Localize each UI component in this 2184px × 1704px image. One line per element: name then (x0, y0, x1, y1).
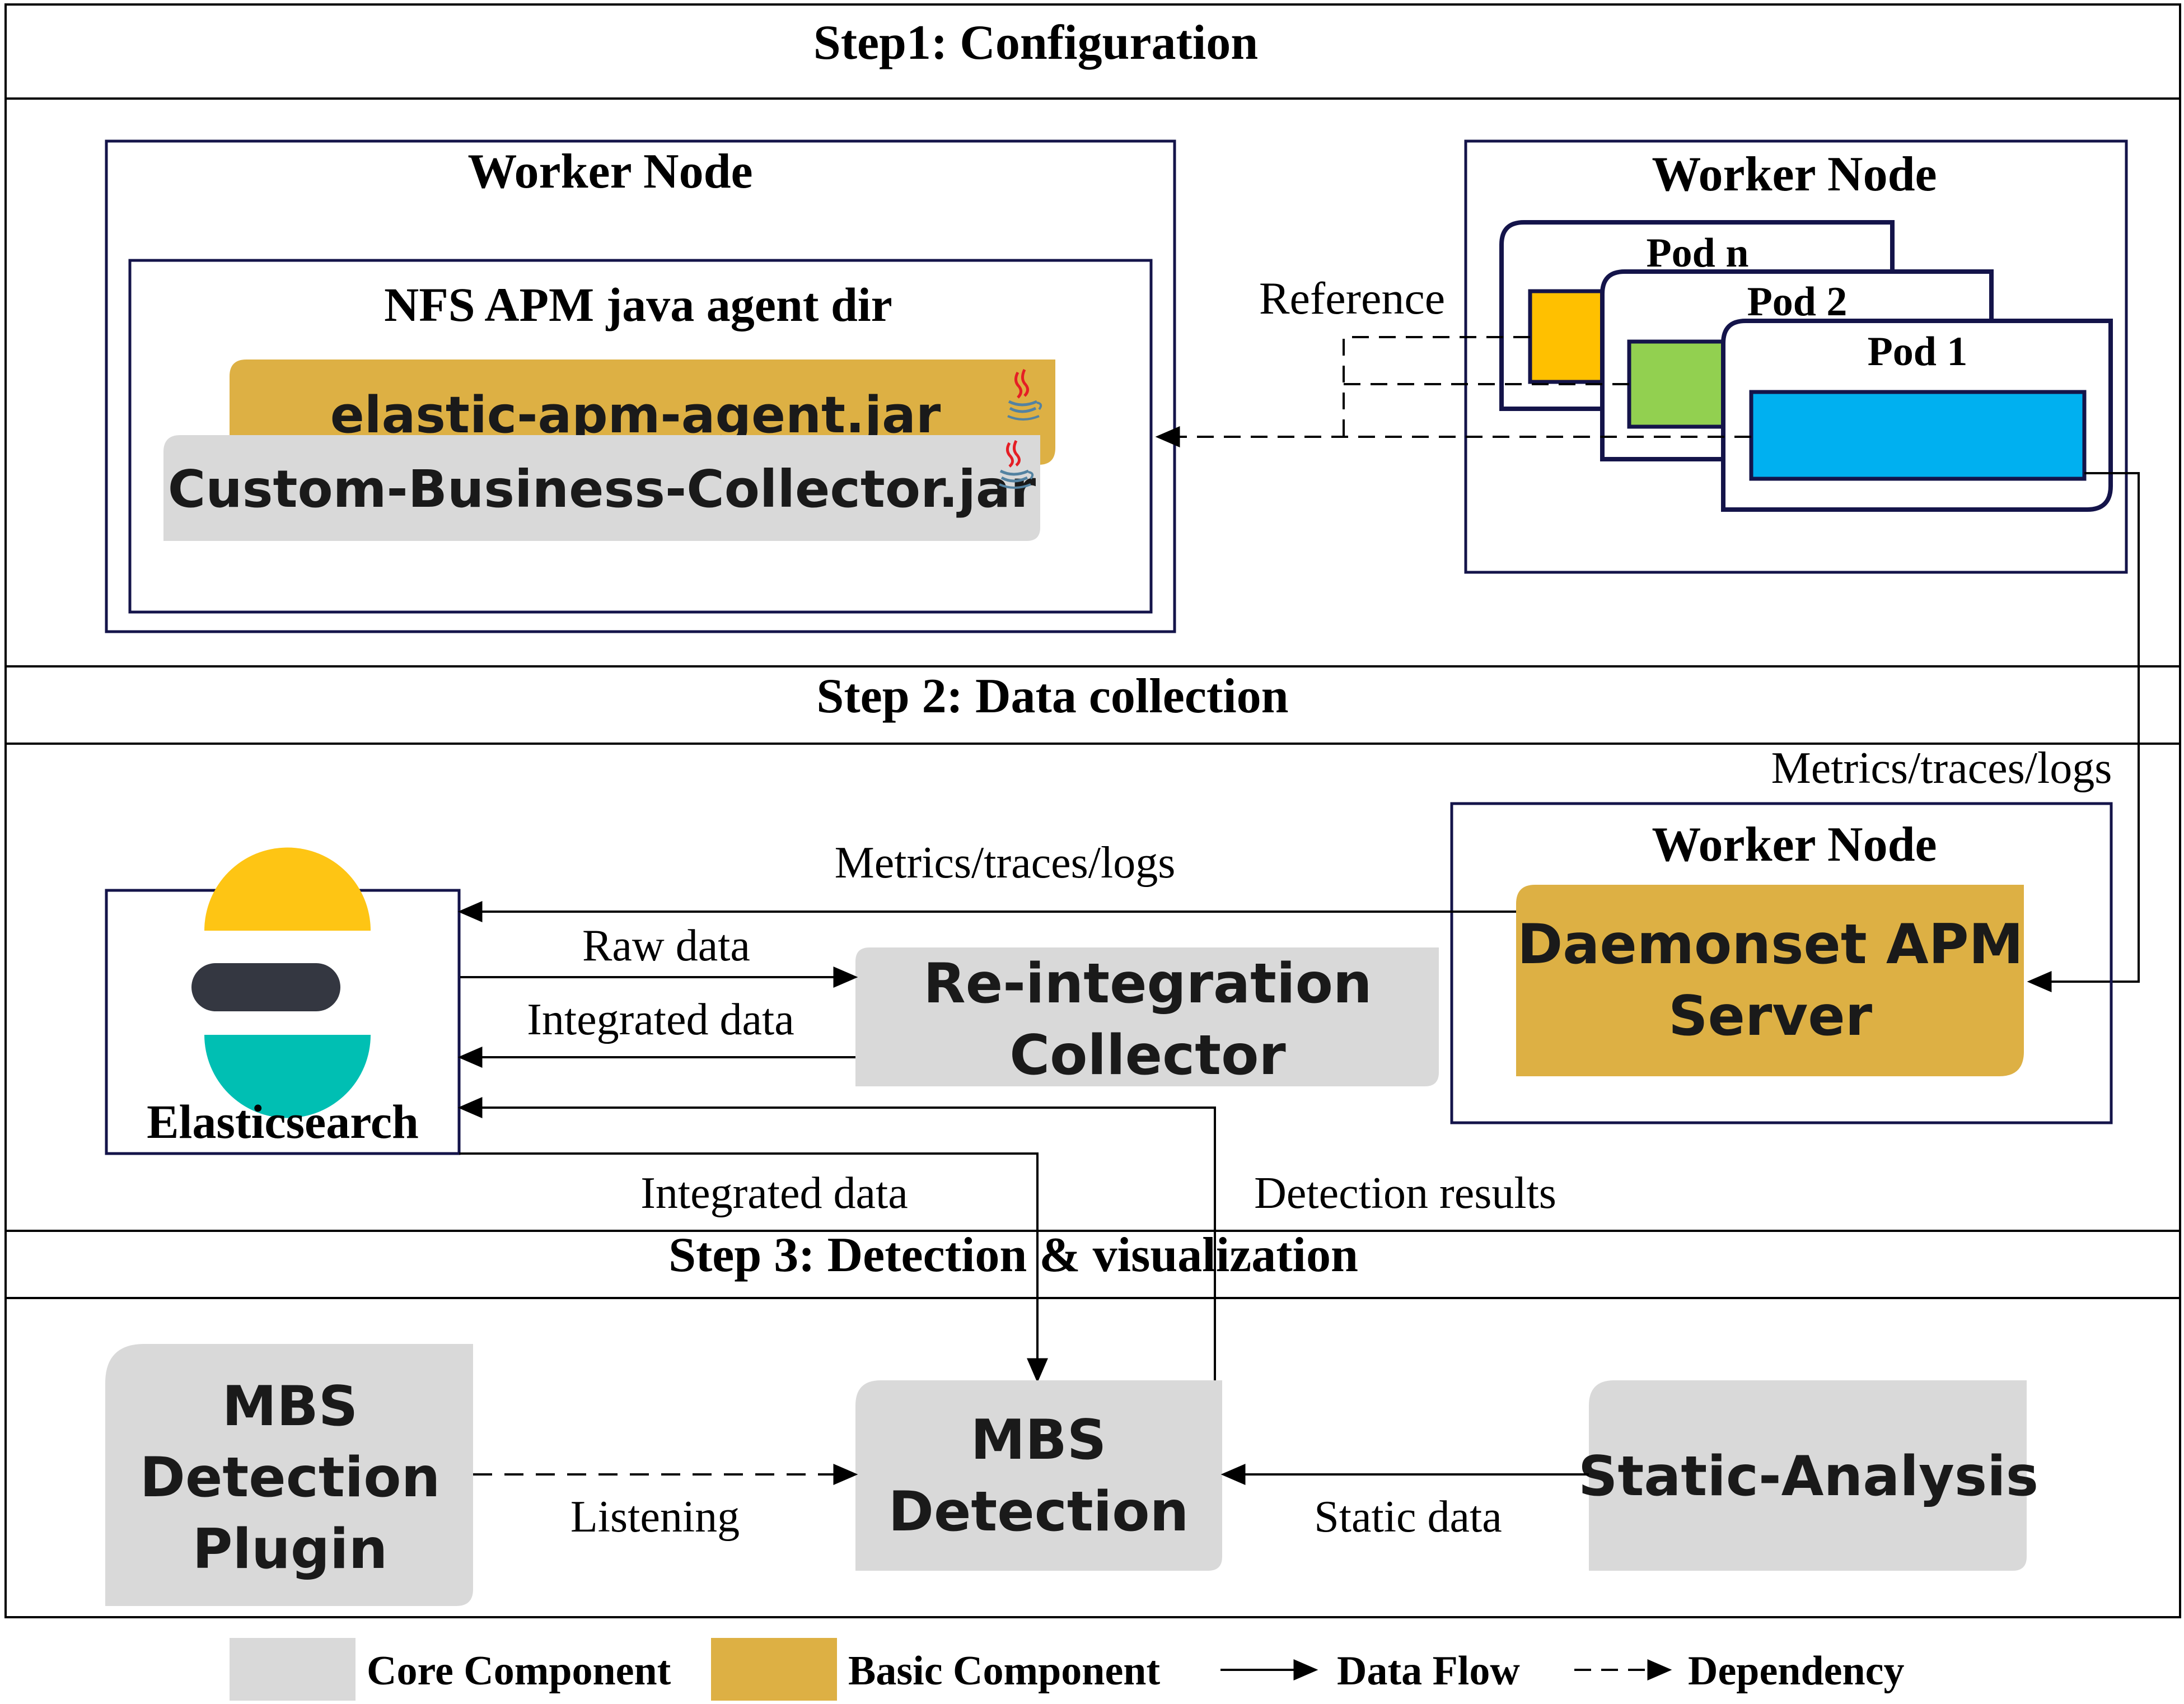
raw-data-label: Raw data (582, 921, 750, 970)
integrated-data-down-label: Integrated data (640, 1169, 908, 1218)
nfs-title: NFS APM java agent dir (384, 278, 892, 332)
elasticsearch-logo-icon (191, 847, 371, 1118)
reintegration-collector: Re-integration Collector (855, 947, 1439, 1087)
worker-node-left: Worker Node (105, 139, 1176, 633)
legend-data-flow: Data Flow (1220, 1648, 1520, 1694)
pod-1: Pod 1 (1721, 319, 2113, 512)
plugin-line2: Detection (140, 1446, 441, 1510)
pod-1-container (1749, 390, 2087, 481)
outer-frame (4, 3, 2181, 1618)
jar-custom-business-collector: Custom-Business-Collector.jar (163, 435, 1040, 541)
step2-data-flows (457, 901, 1516, 1383)
worker-node-right-title: Worker Node (1652, 147, 1937, 202)
plugin-line1: MBS (222, 1375, 358, 1439)
jar-elastic-label: elastic-apm-agent.jar (330, 386, 941, 445)
nfs-agent-dir: NFS APM java agent dir (128, 259, 1153, 614)
mbs-detection-plugin: MBS Detection Plugin (105, 1344, 473, 1606)
metrics-mid-label: Metrics/traces/logs (835, 838, 1176, 888)
reintegration-line2: Collector (1009, 1024, 1286, 1087)
legend-data-flow-label: Data Flow (1337, 1648, 1520, 1694)
step1-title: Step1: Configuration (813, 16, 1259, 70)
daemonset-line2: Server (1668, 984, 1873, 1048)
worker-node-step2-title: Worker Node (1652, 818, 1937, 872)
reference-label: Reference (1259, 273, 1445, 324)
legend: Core Component Basic Component Data Flow… (230, 1638, 1904, 1701)
java-cup-icon (1007, 368, 1042, 421)
pod-2-container (1627, 339, 1728, 429)
plugin-line3: Plugin (193, 1518, 388, 1581)
pod-2-label: Pod 2 (1747, 279, 1848, 325)
legend-dependency-label: Dependency (1688, 1648, 1904, 1694)
step2-title: Step 2: Data collection (816, 669, 1288, 723)
listening-label: Listening (570, 1492, 740, 1542)
pod-1-label: Pod 1 (1868, 329, 1968, 375)
metrics-right-label: Metrics/traces/logs (1771, 744, 2112, 793)
step3-title: Step 3: Detection & visualization (668, 1228, 1358, 1282)
worker-node-left-title: Worker Node (467, 144, 752, 199)
pod-to-apm-server-flow (2027, 472, 2140, 992)
static-data-label: Static data (1314, 1492, 1502, 1542)
elasticsearch-label: Elasticsearch (147, 1095, 419, 1149)
worker-node-step2: Worker Node (1450, 802, 2113, 1124)
java-cup-icon (999, 440, 1034, 489)
detection-results-label: Detection results (1254, 1169, 1556, 1218)
static-analysis: Static-Analysis (1578, 1380, 2038, 1571)
reference-dependency-arrows (1155, 336, 1751, 447)
legend-dependency: Dependency (1574, 1648, 1904, 1694)
static-analysis-label: Static-Analysis (1578, 1445, 2038, 1509)
daemonset-line1: Daemonset APM (1517, 913, 2023, 977)
mbs-detection: MBS Detection (855, 1380, 1222, 1571)
pod-n-container (1528, 289, 1608, 384)
integrated-data-label: Integrated data (527, 995, 794, 1044)
legend-basic: Basic Component (711, 1638, 1160, 1701)
legend-core: Core Component (230, 1638, 671, 1701)
detection-line1: MBS (971, 1408, 1107, 1472)
pod-n-label: Pod n (1646, 230, 1748, 276)
reintegration-line1: Re-integration (923, 952, 1372, 1016)
detection-line2: Detection (888, 1480, 1189, 1544)
legend-basic-label: Basic Component (848, 1648, 1160, 1694)
worker-node-right: Worker Node (1464, 139, 2128, 574)
jar-custom-label: Custom-Business-Collector.jar (168, 459, 1036, 519)
daemonset-apm-server: Daemonset APM Server (1516, 885, 2024, 1076)
elasticsearch-node: Elasticsearch (105, 847, 461, 1155)
legend-core-label: Core Component (367, 1648, 671, 1694)
